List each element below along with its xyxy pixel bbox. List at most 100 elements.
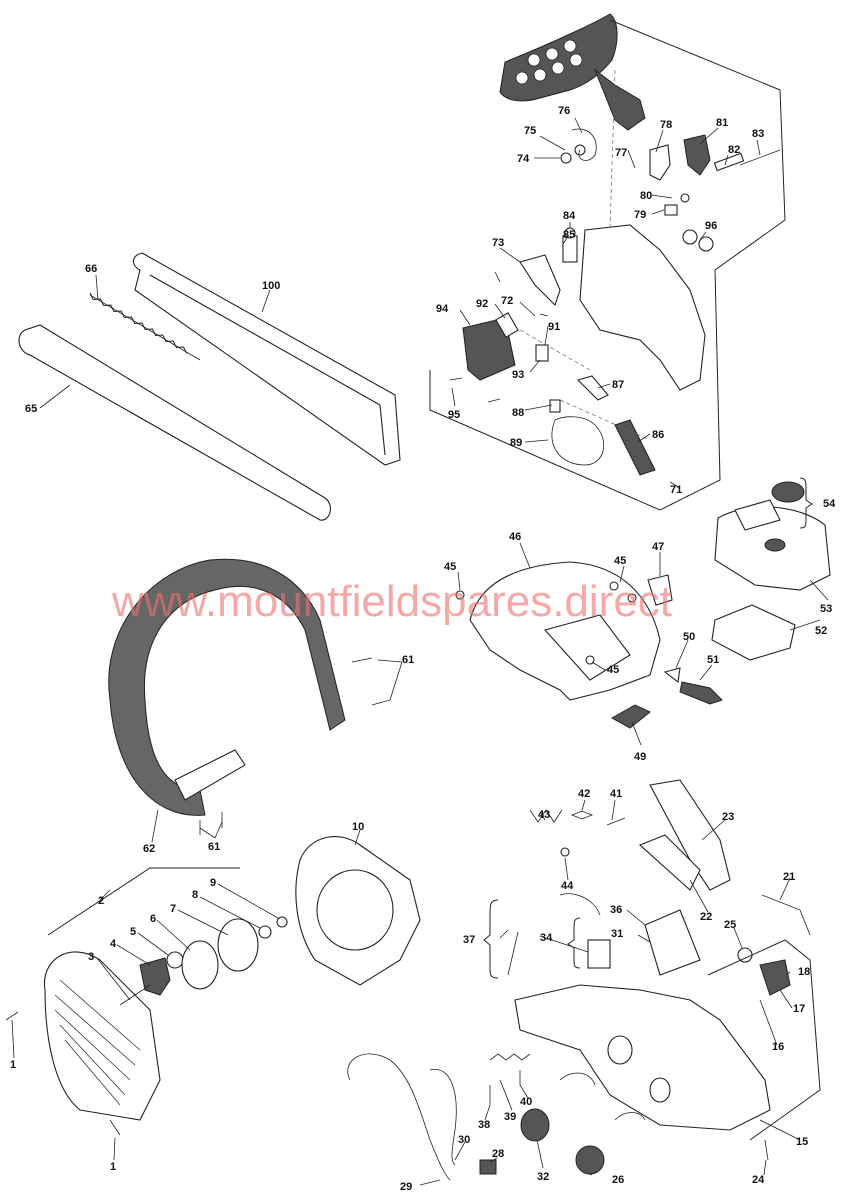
screw-72a — [494, 271, 501, 283]
part-49 — [610, 704, 651, 729]
label-40: 40 — [520, 1096, 532, 1108]
pin-82 — [713, 152, 745, 172]
label-16: 16 — [772, 1041, 784, 1053]
label-32: 32 — [537, 1171, 549, 1183]
guide-bar-65 — [18, 324, 331, 521]
crankcase-assembly — [347, 779, 821, 1181]
label-4: 4 — [110, 938, 117, 950]
middle-right-assembly — [455, 481, 831, 729]
label-38: 38 — [478, 1119, 490, 1131]
label-36: 36 — [610, 904, 622, 916]
label-72: 72 — [501, 295, 513, 307]
group-bracket-2 — [47, 867, 240, 936]
wire-30 — [429, 1068, 457, 1166]
label-78: 78 — [660, 119, 672, 131]
bushing-79 — [664, 204, 678, 216]
chain-guard-inner — [543, 614, 631, 681]
label-87: 87 — [612, 379, 624, 391]
label-42: 42 — [578, 788, 590, 800]
clip-50 — [663, 667, 681, 684]
label-51: 51 — [707, 654, 719, 666]
strap-32 — [559, 1072, 596, 1086]
label-100: 100 — [262, 280, 280, 292]
bracket-37 — [483, 899, 499, 979]
cap-26 — [575, 1145, 605, 1175]
label-66: 66 — [85, 263, 97, 275]
screw-45b — [627, 593, 637, 603]
label-84: 84 — [563, 210, 576, 222]
nut-74 — [560, 152, 572, 164]
label-93: 93 — [512, 369, 524, 381]
label-79: 79 — [634, 209, 646, 221]
part-42 — [570, 810, 594, 820]
part-labels: 76 75 74 77 78 81 83 82 80 79 96 84 85 7… — [10, 105, 836, 1193]
part-5 — [166, 951, 184, 969]
label-82: 82 — [728, 144, 740, 156]
label-83: 83 — [752, 128, 764, 140]
label-26: 26 — [612, 1174, 624, 1186]
label-46: 46 — [509, 531, 521, 543]
label-74: 74 — [517, 153, 530, 165]
screw-44 — [560, 847, 570, 857]
bracket-34 — [567, 917, 581, 969]
label-86: 86 — [652, 429, 664, 441]
label-29: 29 — [400, 1181, 412, 1193]
label-92: 92 — [476, 298, 488, 310]
label-49: 49 — [634, 751, 646, 763]
part-18 — [759, 959, 791, 996]
screw-41 — [606, 817, 626, 826]
label-6: 6 — [150, 913, 156, 925]
label-50: 50 — [683, 631, 695, 643]
brake-housing — [579, 224, 706, 391]
label-89: 89 — [510, 437, 522, 449]
washer-96b — [698, 236, 714, 252]
spring-86 — [614, 419, 656, 476]
label-7: 7 — [170, 903, 176, 915]
watermark: www.mountfieldspares.direct — [111, 577, 672, 626]
label-15: 15 — [796, 1136, 808, 1148]
label-9: 9 — [210, 877, 216, 889]
screw-95a — [449, 377, 463, 381]
starter-assembly — [5, 867, 288, 1136]
label-1b: 1 — [110, 1161, 116, 1173]
label-5: 5 — [130, 926, 136, 938]
label-25: 25 — [724, 919, 736, 931]
label-54: 54 — [823, 498, 836, 510]
label-43: 43 — [538, 809, 550, 821]
label-47: 47 — [652, 541, 664, 553]
bar-and-chain — [18, 252, 401, 521]
guide-lines — [519, 69, 651, 441]
screw-95b — [487, 398, 501, 403]
leader-lines — [11, 117, 829, 1186]
hose-37 — [507, 931, 519, 976]
label-24: 24 — [752, 1174, 765, 1186]
label-80: 80 — [640, 190, 652, 202]
screw-1a — [5, 1011, 19, 1021]
label-45b: 45 — [614, 555, 626, 567]
label-37: 37 — [463, 934, 475, 946]
strap-26 — [614, 1112, 646, 1121]
screw-9 — [276, 916, 288, 928]
washer-96a — [682, 229, 698, 245]
label-45c: 45 — [607, 664, 619, 676]
switch-28 — [479, 1159, 497, 1175]
label-71: 71 — [670, 484, 682, 496]
label-88: 88 — [512, 407, 524, 419]
throttle-22 — [638, 834, 701, 891]
wire-29 — [347, 1053, 451, 1181]
tank-mount — [644, 909, 701, 976]
label-77: 77 — [615, 147, 627, 159]
label-3: 3 — [88, 951, 94, 963]
pulley-7 — [217, 918, 259, 972]
crankcase-port — [607, 1035, 633, 1065]
ring-80 — [680, 193, 690, 203]
chain-66 — [89, 294, 201, 361]
bracket-54 — [799, 477, 813, 529]
label-96: 96 — [705, 220, 717, 232]
filter-34 — [587, 939, 611, 969]
top-cover-hump — [734, 499, 781, 531]
plate-73 — [519, 254, 561, 307]
bolt-83 — [739, 149, 781, 166]
label-85: 85 — [563, 229, 575, 241]
label-8: 8 — [192, 889, 198, 901]
